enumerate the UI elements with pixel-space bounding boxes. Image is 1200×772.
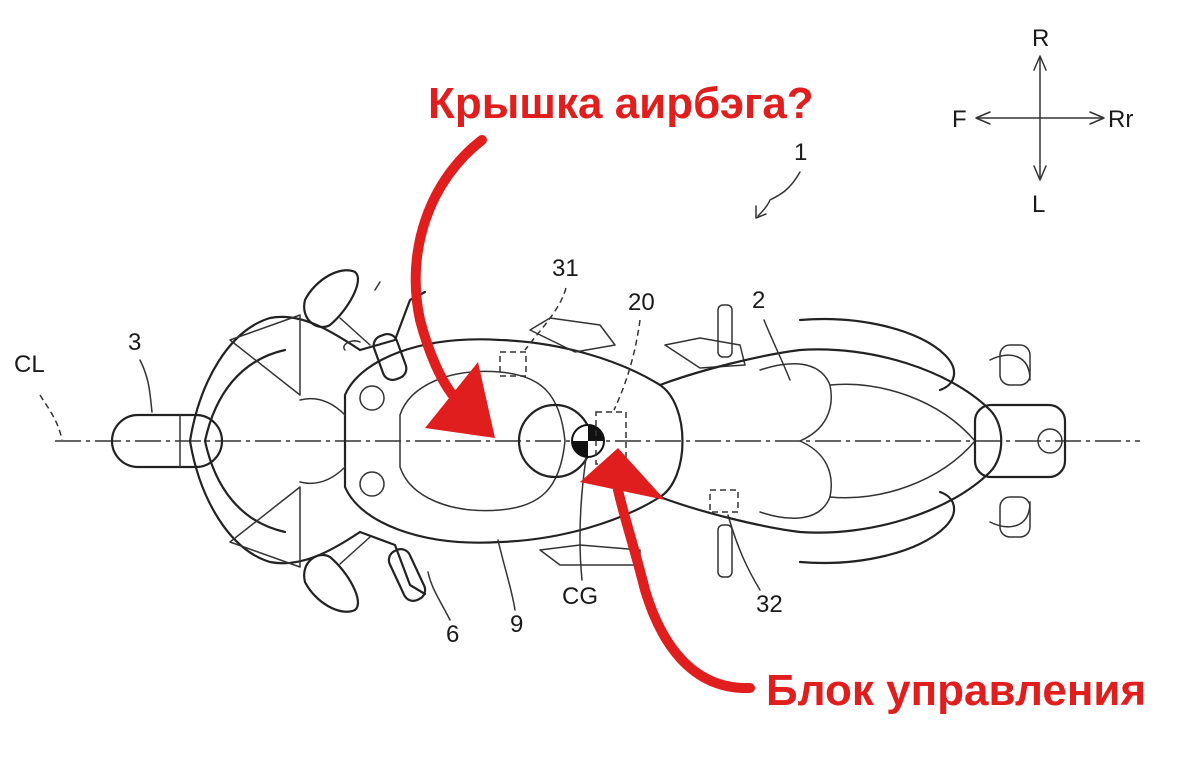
vehicle-leader-line — [757, 171, 801, 217]
direction-rear-label: Rr — [1108, 106, 1133, 133]
part-20-label: 20 — [628, 289, 655, 316]
part-6-label: 6 — [446, 621, 459, 648]
part-2-label: 2 — [752, 287, 765, 314]
part-32-label: 32 — [756, 591, 783, 618]
handlebars — [343, 281, 427, 602]
part-3-label: 3 — [128, 329, 141, 356]
direction-left-label: L — [1032, 191, 1045, 218]
airbag-cover-callout: Крышка аирбэга? — [428, 79, 814, 128]
sensor-31-box — [499, 351, 527, 377]
direction-front-label: F — [952, 106, 967, 133]
vehicle-ref-label: 1 — [794, 139, 807, 166]
mirrors — [303, 269, 371, 613]
front-wheel — [110, 413, 224, 469]
part-9-label: 9 — [510, 611, 523, 638]
sensor-32-box — [709, 489, 739, 513]
cg-label: CG — [562, 583, 598, 610]
part-31-label: 31 — [552, 255, 579, 282]
seat-rear — [658, 317, 1003, 565]
centerline-label: CL — [14, 351, 45, 378]
foot-controls — [529, 304, 746, 578]
control-unit-box — [595, 411, 627, 465]
rear-wheel — [973, 344, 1067, 538]
fuel-tank — [299, 338, 684, 544]
direction-right-label: R — [1032, 25, 1049, 52]
control-unit-callout-arrow — [580, 448, 755, 694]
direction-compass: R L F Rr — [952, 25, 1133, 218]
cg-marker — [571, 424, 605, 458]
control-unit-callout: Блок управления — [766, 666, 1146, 715]
airbag-callout-arrow — [410, 135, 495, 438]
centerline-leader — [39, 394, 63, 441]
front-fairing — [188, 314, 362, 568]
